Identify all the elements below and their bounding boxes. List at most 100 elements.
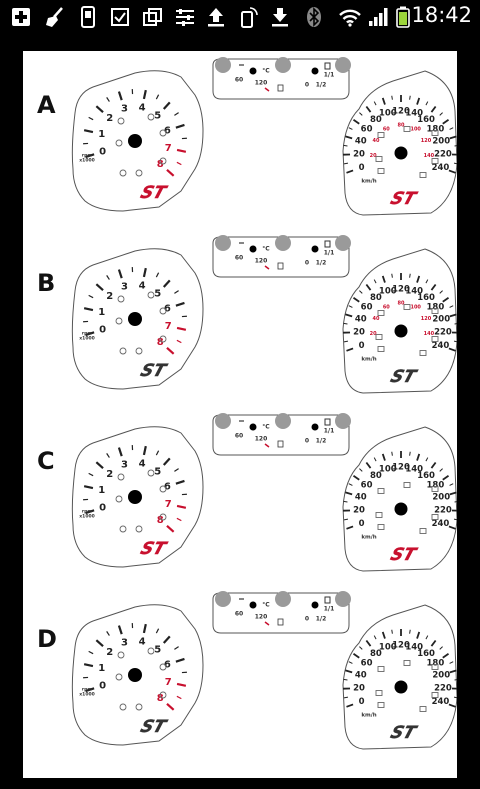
- tach-unit-bottom: x1000: [79, 514, 94, 520]
- speedo-tick: [449, 127, 454, 130]
- mount-hole-1: [215, 591, 231, 607]
- bluetooth-icon: [306, 6, 322, 28]
- speedo-tick: [416, 275, 421, 283]
- speedo-inner-number: 40: [372, 138, 379, 144]
- speedo-tick: [345, 491, 353, 496]
- speedo-inner-number: 60: [383, 127, 390, 133]
- tach-tick: [88, 472, 94, 477]
- speedo-tick: [439, 290, 443, 294]
- speedo-warning-icon-4: [375, 512, 383, 518]
- speedo-tick: [416, 631, 421, 639]
- tach-warning-icon-6: [135, 525, 143, 533]
- tach-tick: [88, 294, 94, 299]
- speedo-tick: [449, 313, 457, 318]
- tach-warning-icon-3: [115, 317, 123, 325]
- tach-unit-top: rpm: [82, 153, 92, 159]
- speedo-tick: [453, 696, 457, 699]
- tach-unit-bottom: x1000: [79, 336, 94, 342]
- speedo-number: 180: [427, 480, 445, 490]
- st-logo-text: ST: [138, 717, 170, 736]
- tach-tick: [176, 339, 182, 344]
- tach-warning-icon-1: [117, 117, 125, 125]
- tach-pivot: [128, 312, 142, 326]
- speedo-tick: [381, 453, 386, 461]
- tach-unit-top: rpm: [82, 687, 92, 693]
- tach-tick: [176, 695, 182, 700]
- speedo-warning-icon-1: [377, 488, 385, 494]
- speedo-warning-icon-4: [375, 334, 383, 340]
- tach-number: 0: [99, 503, 106, 514]
- speedo-tick: [454, 501, 457, 503]
- speedo-pivot: [394, 146, 408, 160]
- temp-unit-label: °C: [262, 424, 270, 431]
- fuel-half-label: 1/2: [316, 260, 327, 267]
- speedo-number: 160: [417, 649, 435, 659]
- tach-tick: [162, 457, 171, 466]
- fuel-full-label: 1/1: [324, 428, 335, 435]
- sliders-icon: [174, 6, 196, 28]
- speedo-tick: [409, 629, 411, 634]
- speedo-tick: [453, 340, 457, 343]
- tach-warning-icon-4: [159, 663, 167, 671]
- speedo-unit: km/h: [361, 535, 376, 541]
- tach-tick: [88, 116, 94, 121]
- fuel-pivot: [311, 67, 319, 75]
- speedo-tick: [346, 347, 354, 352]
- speedo-tick: [348, 127, 353, 130]
- speedo-tick: [359, 112, 363, 116]
- tach-tick: [175, 657, 185, 663]
- speedo-warning-icon-4: [375, 690, 383, 696]
- speedo-tick: [343, 144, 348, 147]
- speedo-tick: [448, 169, 456, 174]
- speedo-number: 60: [361, 124, 373, 134]
- row-label: C: [37, 447, 55, 475]
- mount-hole-3: [335, 413, 351, 429]
- st-logo-text: ST: [388, 723, 420, 742]
- speedo-tick: [391, 273, 393, 278]
- tach-warning-icon-4: [159, 307, 167, 315]
- speedo-number: 220: [434, 328, 452, 338]
- temp-high-label: 120: [255, 80, 268, 87]
- tach-unit-bottom: x1000: [79, 158, 94, 164]
- speedo-number: 240: [432, 163, 450, 173]
- speedo-warning-icon-7: [419, 706, 427, 712]
- speedo-number: 140: [405, 465, 423, 475]
- tach-tick: [106, 453, 110, 458]
- speedo-unit: km/h: [361, 357, 376, 363]
- speedo-tick: [449, 491, 457, 496]
- speedo-tick: [343, 500, 348, 503]
- speedo-number: 180: [427, 124, 445, 134]
- speedo-tick: [359, 468, 363, 472]
- speedo-number: 80: [370, 649, 382, 659]
- speedo-tick: [448, 703, 456, 708]
- st-logo-text: ST: [138, 539, 170, 558]
- mount-hole-2: [275, 235, 291, 251]
- speedo-number: 160: [417, 293, 435, 303]
- speedo-number: 20: [353, 328, 365, 338]
- st-logo-text: ST: [138, 183, 170, 202]
- tach-tick: [174, 646, 179, 650]
- speedo-tick: [425, 101, 429, 106]
- speedo-warning-icon-3: [431, 308, 439, 314]
- tach-number: 2: [106, 469, 113, 480]
- tach-warning-icon-7: [159, 157, 167, 165]
- speedo-tick: [348, 661, 353, 664]
- tach-warning-icon-6: [135, 347, 143, 355]
- speedo-tick: [346, 703, 354, 708]
- speedo-warning-icon-3: [431, 130, 439, 136]
- tach-tick: [95, 639, 104, 648]
- speedo-tick: [430, 461, 437, 469]
- speedo-tick: [449, 669, 457, 674]
- tach-tick: [142, 623, 147, 634]
- tach-tick: [166, 524, 175, 533]
- speedo-number: 40: [355, 492, 367, 502]
- tach-tick: [166, 702, 175, 711]
